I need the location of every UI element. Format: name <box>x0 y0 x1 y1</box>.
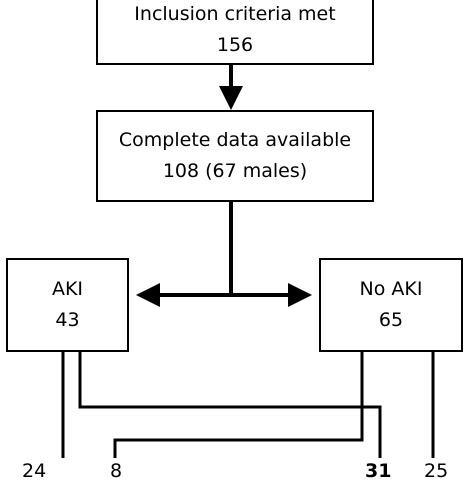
aki-label: AKI <box>51 278 84 300</box>
bottom-count-8: 8 <box>110 460 123 482</box>
bottom-count-31: 31 <box>365 460 392 482</box>
inclusion-criteria-label: Inclusion criteria met <box>134 2 336 25</box>
connector-aki-to-31 <box>78 352 382 458</box>
no-aki-label: No AKI <box>359 278 423 300</box>
connector-no-aki-to-8 <box>113 352 364 458</box>
inclusion-criteria-count: 156 <box>216 33 254 56</box>
complete-data-box: Complete data available 108 (67 males) <box>96 110 374 202</box>
inclusion-criteria-box: Inclusion criteria met 156 <box>96 0 374 65</box>
no-aki-count: 65 <box>378 309 404 331</box>
complete-data-count: 108 (67 males) <box>162 160 308 182</box>
complete-data-label: Complete data available <box>118 129 352 151</box>
aki-count: 43 <box>55 309 80 331</box>
no-aki-box: No AKI 65 <box>319 258 463 352</box>
bottom-count-25: 25 <box>424 460 449 482</box>
aki-box: AKI 43 <box>6 258 129 352</box>
bottom-count-24: 24 <box>22 460 47 482</box>
